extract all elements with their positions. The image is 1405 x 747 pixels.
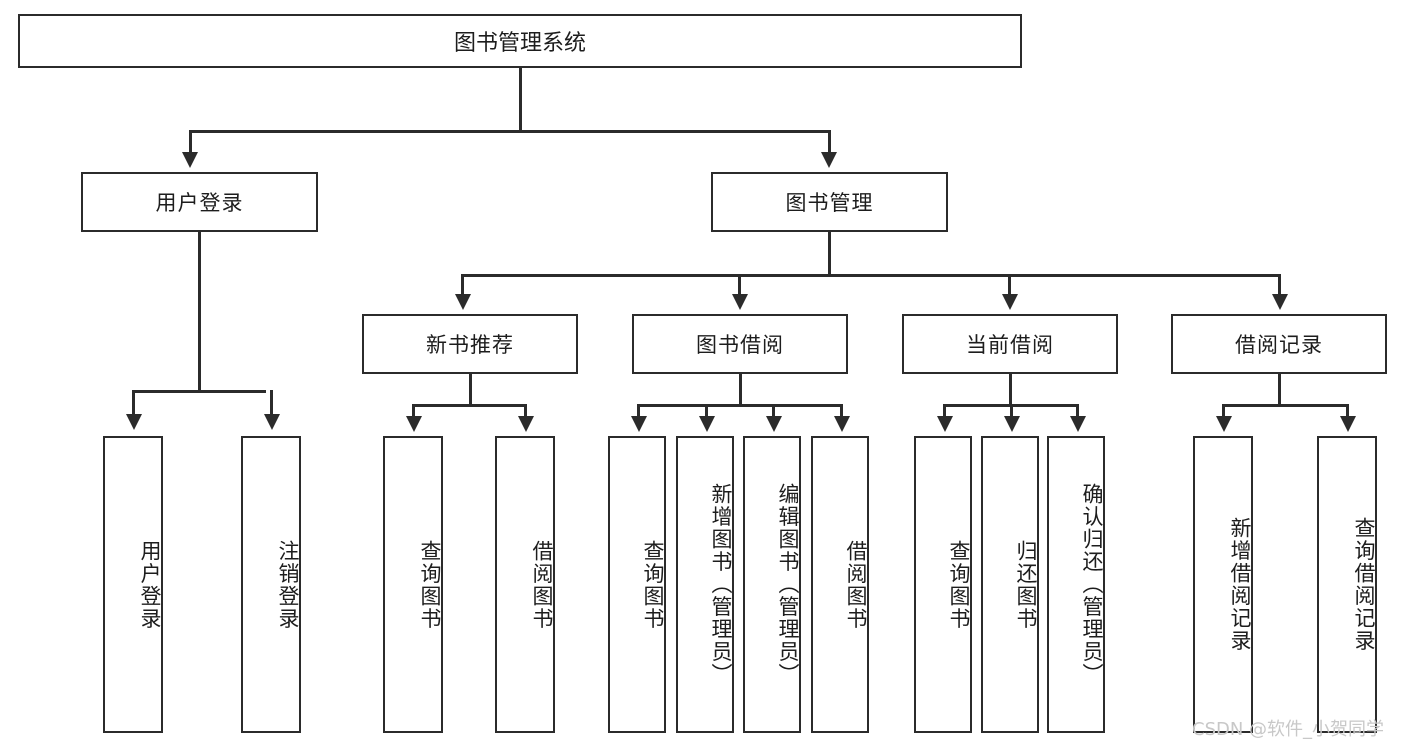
arrow-cb-to-leaf-2 bbox=[1004, 416, 1020, 432]
arrow-br-to-leaf-1 bbox=[1216, 416, 1232, 432]
node-label: 确认归还（管理员） bbox=[1080, 483, 1103, 686]
edge-book-borrow-bar bbox=[638, 404, 841, 407]
edge-book-management-stem bbox=[828, 232, 831, 276]
edge-bm-to-borrow-record bbox=[1278, 274, 1281, 296]
edge-user-login-to-leaf-1 bbox=[132, 390, 135, 416]
arrow-user-login-to-leaf-2 bbox=[264, 414, 280, 430]
arrow-user-login-to-leaf-1 bbox=[126, 414, 142, 430]
edge-bm-to-current-borrow bbox=[1008, 274, 1011, 296]
edge-bb-to-leaf-1 bbox=[637, 404, 640, 418]
arrow-bb-to-leaf-4 bbox=[834, 416, 850, 432]
arrow-br-to-leaf-2 bbox=[1340, 416, 1356, 432]
arrow-bm-to-borrow-record bbox=[1272, 294, 1288, 310]
edge-bm-to-book-borrow bbox=[738, 274, 741, 296]
leaf-query-book-nb[interactable]: 查询图书 bbox=[383, 436, 443, 733]
node-label: 借阅图书 bbox=[844, 539, 867, 630]
edge-cb-to-leaf-2 bbox=[1010, 404, 1013, 418]
node-book-management[interactable]: 图书管理 bbox=[711, 172, 948, 232]
node-label: 借阅记录 bbox=[1235, 334, 1323, 357]
leaf-query-book-bb[interactable]: 查询图书 bbox=[608, 436, 666, 733]
node-book-borrow[interactable]: 图书借阅 bbox=[632, 314, 848, 374]
leaf-borrow-book-nb[interactable]: 借阅图书 bbox=[495, 436, 555, 733]
node-label: 查询图书 bbox=[947, 539, 970, 630]
edge-borrow-record-stem bbox=[1278, 374, 1281, 406]
node-label: 新增图书（管理员） bbox=[709, 483, 732, 686]
edge-nb-to-leaf-2 bbox=[524, 404, 527, 418]
edge-bb-to-leaf-4 bbox=[840, 404, 843, 418]
node-label: 查询图书 bbox=[641, 539, 664, 630]
node-label: 编辑图书（管理员） bbox=[776, 483, 799, 686]
arrow-bb-to-leaf-2 bbox=[699, 416, 715, 432]
edge-cb-to-leaf-3 bbox=[1076, 404, 1079, 418]
arrow-cb-to-leaf-3 bbox=[1070, 416, 1086, 432]
node-label: 借阅图书 bbox=[530, 539, 553, 630]
leaf-edit-book-admin[interactable]: 编辑图书（管理员） bbox=[743, 436, 801, 733]
node-borrow-record[interactable]: 借阅记录 bbox=[1171, 314, 1387, 374]
node-new-book-recommend[interactable]: 新书推荐 bbox=[362, 314, 578, 374]
node-label: 新书推荐 bbox=[426, 334, 514, 357]
edge-cb-to-leaf-1 bbox=[943, 404, 946, 418]
node-label: 归还图书 bbox=[1014, 539, 1037, 630]
arrow-root-to-book-management bbox=[821, 152, 837, 168]
edge-root-bar bbox=[190, 130, 830, 133]
edge-bb-to-leaf-2 bbox=[705, 404, 708, 418]
edge-bm-to-new-book bbox=[461, 274, 464, 296]
edge-nb-to-leaf-1 bbox=[412, 404, 415, 418]
leaf-query-borrow-record[interactable]: 查询借阅记录 bbox=[1317, 436, 1377, 733]
arrow-bm-to-book-borrow bbox=[732, 294, 748, 310]
node-label: 查询图书 bbox=[418, 539, 441, 630]
node-user-login[interactable]: 用户登录 bbox=[81, 172, 318, 232]
node-current-borrow[interactable]: 当前借阅 bbox=[902, 314, 1118, 374]
node-label: 新增借阅记录 bbox=[1228, 517, 1251, 652]
leaf-logout[interactable]: 注销登录 bbox=[241, 436, 301, 733]
edge-book-borrow-stem bbox=[739, 374, 742, 406]
leaf-borrow-book-bb[interactable]: 借阅图书 bbox=[811, 436, 869, 733]
leaf-confirm-return-admin[interactable]: 确认归还（管理员） bbox=[1047, 436, 1105, 733]
leaf-add-borrow-record[interactable]: 新增借阅记录 bbox=[1193, 436, 1253, 733]
node-label: 查询借阅记录 bbox=[1352, 517, 1375, 652]
edge-bb-to-leaf-3 bbox=[772, 404, 775, 418]
edge-book-management-bar bbox=[462, 274, 1280, 277]
node-label: 当前借阅 bbox=[966, 334, 1054, 357]
edge-root-to-user-login bbox=[189, 130, 192, 154]
edge-user-login-bar bbox=[133, 390, 266, 393]
edge-user-login-stem bbox=[198, 232, 201, 390]
edge-user-login-to-leaf-2 bbox=[270, 390, 273, 416]
edge-root-to-book-management bbox=[828, 130, 831, 154]
arrow-nb-to-leaf-2 bbox=[518, 416, 534, 432]
node-label: 注销登录 bbox=[276, 539, 299, 630]
edge-borrow-record-bar bbox=[1223, 404, 1348, 407]
node-root-book-management-system[interactable]: 图书管理系统 bbox=[18, 14, 1022, 68]
arrow-bm-to-current-borrow bbox=[1002, 294, 1018, 310]
arrow-bm-to-new-book bbox=[455, 294, 471, 310]
node-label: 图书管理系统 bbox=[453, 30, 586, 55]
node-label: 用户登录 bbox=[138, 539, 161, 630]
arrow-bb-to-leaf-1 bbox=[631, 416, 647, 432]
node-label: 用户登录 bbox=[155, 192, 244, 215]
edge-br-to-leaf-2 bbox=[1346, 404, 1349, 418]
arrow-nb-to-leaf-1 bbox=[406, 416, 422, 432]
edge-br-to-leaf-1 bbox=[1222, 404, 1225, 418]
edge-current-borrow-stem bbox=[1009, 374, 1012, 406]
arrow-cb-to-leaf-1 bbox=[937, 416, 953, 432]
edge-new-book-bar bbox=[413, 404, 526, 407]
arrow-bb-to-leaf-3 bbox=[766, 416, 782, 432]
edge-new-book-stem bbox=[469, 374, 472, 406]
node-label: 图书管理 bbox=[785, 192, 874, 215]
node-label: 图书借阅 bbox=[696, 334, 784, 357]
arrow-root-to-user-login bbox=[182, 152, 198, 168]
leaf-add-book-admin[interactable]: 新增图书（管理员） bbox=[676, 436, 734, 733]
leaf-query-book-cb[interactable]: 查询图书 bbox=[914, 436, 972, 733]
leaf-return-book[interactable]: 归还图书 bbox=[981, 436, 1039, 733]
edge-root-stem bbox=[519, 68, 522, 130]
csdn-watermark: CSDN @软件_小贺同学 bbox=[1192, 719, 1385, 740]
leaf-user-login[interactable]: 用户登录 bbox=[103, 436, 163, 733]
